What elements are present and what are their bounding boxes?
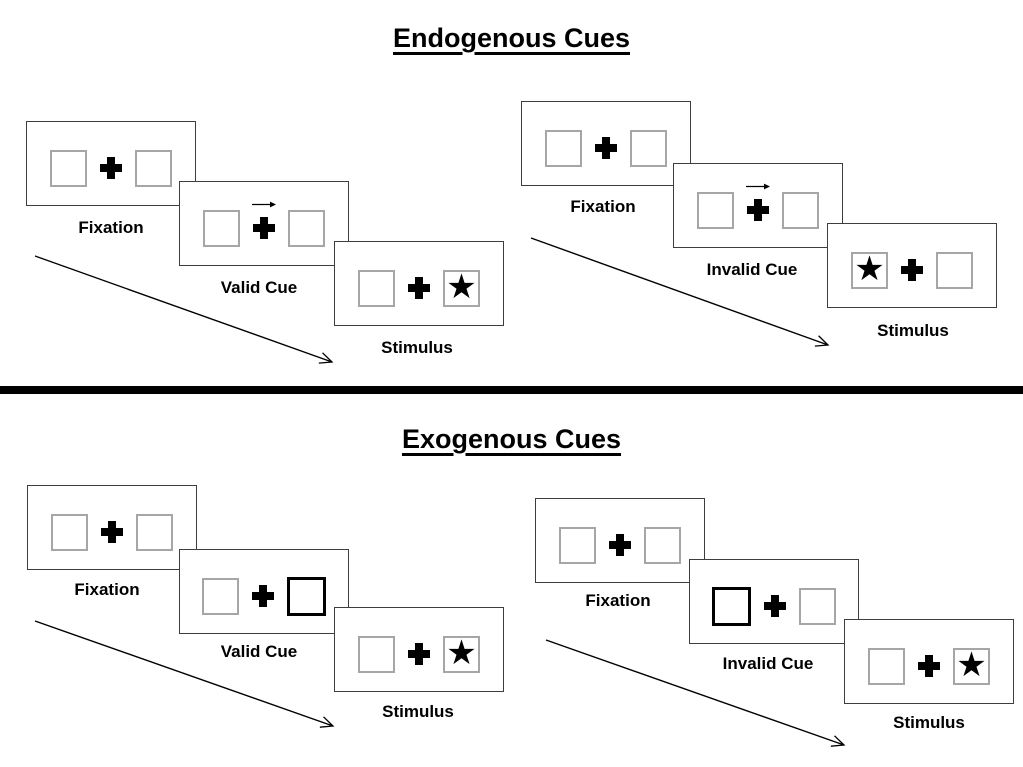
plus-icon: [901, 259, 923, 281]
endo-invalid-fixation-panel: [521, 101, 691, 186]
fixation-cross-group: [764, 595, 786, 617]
right-placeholder-box: [782, 191, 819, 229]
step-label-stimulus: Stimulus: [382, 702, 454, 721]
exo-invalid-fixation-panel: [535, 498, 705, 583]
left-placeholder-box: [697, 191, 734, 229]
fixation-cross-group: [408, 277, 430, 299]
endogenous-section-title: Endogenous Cues: [392, 23, 630, 53]
left-placeholder-box: [202, 577, 239, 615]
endo-valid-fixation-panel: [26, 121, 196, 206]
fixation-cross-group: [252, 585, 274, 607]
star-icon: ★: [446, 632, 477, 673]
left-placeholder-box: [50, 149, 87, 187]
right-placeholder-box: [136, 513, 173, 551]
left-placeholder-box: [203, 209, 240, 247]
left-placeholder-box: [868, 647, 905, 685]
star-icon: ★: [854, 248, 885, 289]
plus-icon: [609, 534, 631, 556]
step-label-valid-cue: Valid Cue: [220, 278, 298, 297]
left-placeholder-box: [51, 513, 88, 551]
section-divider: [0, 386, 1023, 394]
left-placeholder-box: [545, 129, 582, 167]
exo-invalid-stimulus-panel: ★: [844, 619, 1014, 704]
exo-valid-cue-panel: [179, 549, 349, 634]
right-placeholder-box: [135, 149, 172, 187]
plus-icon: [595, 137, 617, 159]
left-placeholder-box: [358, 635, 395, 673]
highlighted-cue-box: [287, 576, 326, 616]
fixation-cross-group: [595, 137, 617, 159]
step-label-fixation: Fixation: [570, 197, 636, 216]
endo-invalid-cue-panel: [673, 163, 843, 248]
step-label-stimulus: Stimulus: [877, 321, 949, 340]
fixation-cross-group: [609, 534, 631, 556]
plus-icon: [253, 217, 275, 239]
right-placeholder-box: [288, 209, 325, 247]
time-sequence-arrow: [530, 237, 830, 347]
target-star-box: ★: [953, 644, 990, 685]
exo-valid-fixation-panel: [27, 485, 197, 570]
exo-invalid-cue-panel: [689, 559, 859, 644]
plus-icon: [408, 643, 430, 665]
target-star-box: ★: [443, 632, 480, 673]
time-sequence-arrow: [545, 639, 846, 747]
target-star-box: ★: [851, 248, 888, 289]
exo-valid-stimulus-panel: ★: [334, 607, 504, 692]
fixation-cross-group: [408, 643, 430, 665]
target-star-box: ★: [443, 266, 480, 307]
plus-icon: [408, 277, 430, 299]
plus-icon: [252, 585, 274, 607]
right-placeholder-box: [644, 526, 681, 564]
endo-valid-stimulus-panel: ★: [334, 241, 504, 326]
fixation-cross-group: [252, 201, 276, 239]
plus-icon: [100, 157, 122, 179]
right-arrow-icon: [746, 183, 770, 190]
time-sequence-arrow: [34, 620, 335, 728]
step-label-fixation: Fixation: [585, 591, 651, 610]
fixation-cross-group: [901, 259, 923, 281]
fixation-cross-group: [918, 655, 940, 677]
plus-icon: [764, 595, 786, 617]
plus-icon: [101, 521, 123, 543]
right-placeholder-box: [630, 129, 667, 167]
time-sequence-arrow: [34, 255, 334, 364]
step-label-invalid-cue: Invalid Cue: [706, 260, 798, 279]
right-placeholder-box: [936, 251, 973, 289]
star-icon: ★: [956, 644, 987, 685]
endo-invalid-stimulus-panel: ★: [827, 223, 997, 308]
highlighted-cue-box: [712, 586, 751, 626]
plus-icon: [918, 655, 940, 677]
step-label-fixation: Fixation: [74, 580, 140, 599]
step-label-stimulus: Stimulus: [381, 338, 453, 357]
plus-icon: [747, 199, 769, 221]
endo-valid-cue-panel: [179, 181, 349, 266]
step-label-stimulus: Stimulus: [893, 713, 965, 732]
star-icon: ★: [446, 266, 477, 307]
step-label-fixation: Fixation: [78, 218, 144, 237]
left-placeholder-box: [358, 269, 395, 307]
exogenous-section-title: Exogenous Cues: [401, 424, 622, 454]
left-placeholder-box: [559, 526, 596, 564]
right-arrow-icon: [252, 201, 276, 208]
fixation-cross-group: [746, 183, 770, 221]
step-label-invalid-cue: Invalid Cue: [722, 654, 814, 673]
fixation-cross-group: [101, 521, 123, 543]
fixation-cross-group: [100, 157, 122, 179]
right-placeholder-box: [799, 587, 836, 625]
step-label-valid-cue: Valid Cue: [220, 642, 298, 661]
